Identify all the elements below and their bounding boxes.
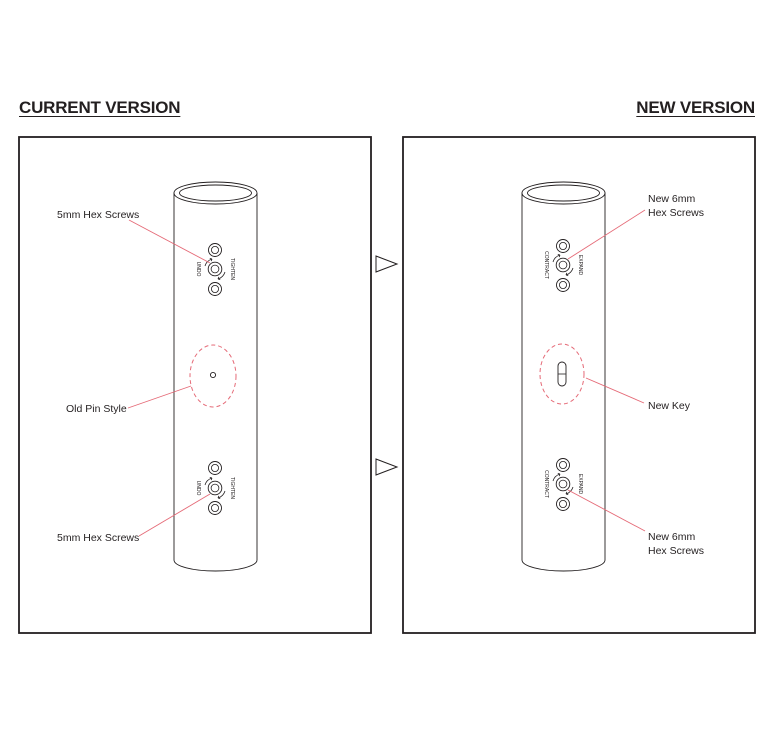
label-new-key: New Key xyxy=(648,400,691,412)
hex-screw-icon xyxy=(556,278,570,292)
arrow-right-triangle-icon xyxy=(375,255,399,273)
current-version-frame xyxy=(18,136,372,634)
contract-label: CONTRACT xyxy=(543,251,549,279)
leader-line xyxy=(567,209,646,260)
contract-label: CONTRACT xyxy=(543,470,549,498)
label-new-bottom-screws-line2: Hex Screws xyxy=(648,545,704,557)
new-version-heading: NEW VERSION xyxy=(636,98,755,117)
expand-label: EXPAND xyxy=(577,255,583,276)
old-pin xyxy=(189,344,237,408)
leader-line xyxy=(585,377,645,404)
leader-line xyxy=(567,489,646,532)
label-new-top-screws-line2: Hex Screws xyxy=(648,207,704,219)
tighten-label: TIGHTEN xyxy=(229,258,235,280)
expand-label: EXPAND xyxy=(577,474,583,495)
current-tube xyxy=(173,181,258,572)
tighten-label: TIGHTEN xyxy=(229,477,235,499)
new-version-frame xyxy=(402,136,756,634)
new-top-screw-group: EXPAND CONTRACT xyxy=(543,239,583,292)
arrow-right-triangle-icon xyxy=(375,458,399,476)
new-key xyxy=(539,343,585,405)
label-old-pin: Old Pin Style xyxy=(66,403,127,415)
undo-label: UNDO xyxy=(195,262,201,277)
undo-label: UNDO xyxy=(195,481,201,496)
current-bottom-screw-group: TIGHTEN UNDO xyxy=(195,461,235,515)
hex-screw-icon xyxy=(208,282,222,296)
label-current-bottom-screws: 5mm Hex Screws xyxy=(57,532,139,544)
hex-screw-icon xyxy=(208,461,222,475)
label-new-bottom-screws-line1: New 6mm xyxy=(648,531,696,543)
hex-screw-icon xyxy=(556,239,570,253)
hex-screw-icon xyxy=(556,458,570,472)
current-version-heading: CURRENT VERSION xyxy=(19,98,181,117)
hex-screw-icon xyxy=(556,497,570,511)
leader-line xyxy=(128,219,211,264)
new-bottom-screw-group: EXPAND CONTRACT xyxy=(543,458,583,511)
hex-screw-icon xyxy=(208,243,222,257)
leader-line xyxy=(127,385,192,409)
leader-line xyxy=(138,493,211,537)
hex-screw-icon xyxy=(208,501,222,515)
current-top-screw-group: TIGHTEN UNDO xyxy=(195,243,235,296)
label-new-top-screws-line1: New 6mm xyxy=(648,193,696,205)
label-current-top-screws: 5mm Hex Screws xyxy=(57,209,139,221)
